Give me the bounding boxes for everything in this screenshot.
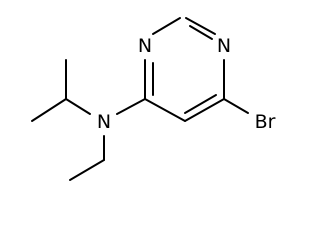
bond-c2-n1 [185,17,216,35]
bond-c2-n1-inner [189,25,213,40]
atom-br: Br [255,111,276,133]
bond-ch2-ch3 [69,159,105,181]
molecule-canvas: N N N Br [31,17,276,181]
bond-c5-c4 [144,98,186,122]
bond-c6-c5-inner [184,94,217,114]
atom-n-amine: N [97,111,111,133]
structure-drawing: N N N Br [31,17,276,181]
bond-c6-c5 [184,98,225,122]
atom-n-ring-right: N [217,35,231,57]
atom-n-ring-left: N [138,35,152,57]
bond-c6-br [223,98,249,114]
bond-ch-ch3-left [31,98,67,122]
bond-n3-c2 [152,17,181,35]
bond-n-amine-ch [65,98,91,115]
bond-c4-n-amine [116,98,146,115]
